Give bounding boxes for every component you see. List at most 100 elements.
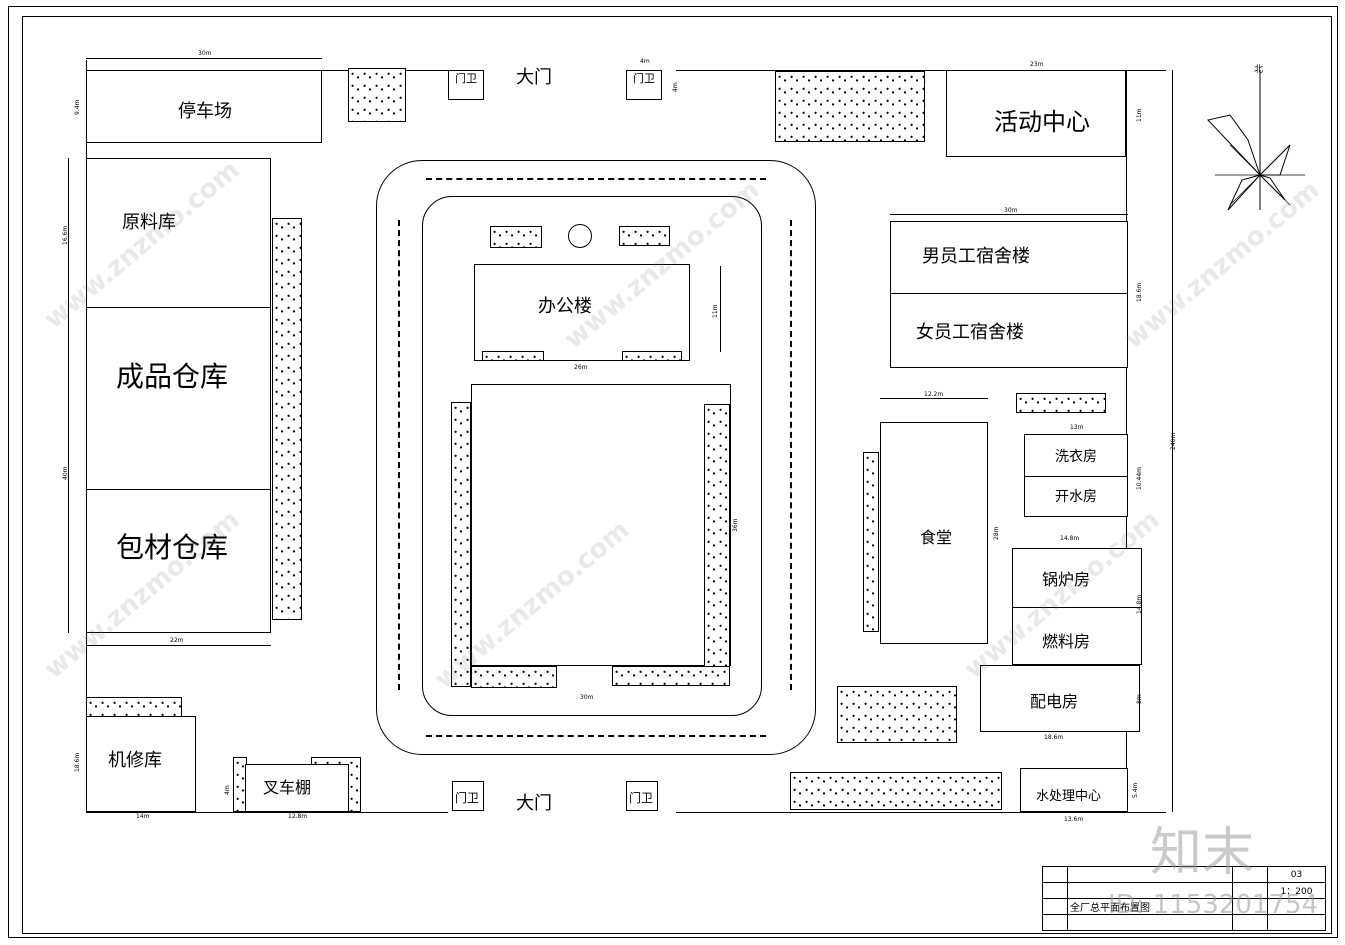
water-treatment-center <box>1020 768 1128 812</box>
activity-width-dim: 23m <box>1030 61 1044 68</box>
green-laundry-top <box>1016 393 1106 413</box>
watermark-id: ID: 1153201754 <box>1108 890 1319 920</box>
packaging-label: 包材仓库 <box>116 531 229 564</box>
forklift-label: 叉车棚 <box>263 778 312 797</box>
repair-label: 机修库 <box>108 750 162 771</box>
repair-height-dim: 18.6m <box>74 752 81 772</box>
green-forklift-left <box>233 757 247 812</box>
tb-cell <box>1042 898 1068 915</box>
boundary-top-right <box>676 70 1166 71</box>
title-block: 03 1：200 全厂总平面布置图 <box>1042 866 1326 931</box>
power-width-dim: 18.6m <box>1044 734 1064 741</box>
north-arrow-icon <box>1207 70 1305 211</box>
boiler-label: 锅炉房 <box>1042 570 1091 589</box>
green-office-right <box>619 226 670 246</box>
water-width-dim: 13.6m <box>1064 816 1084 823</box>
road-centerline-top <box>426 178 766 180</box>
dim-line <box>880 398 988 399</box>
flag-pole <box>568 224 592 248</box>
green-canteen-left <box>863 452 879 632</box>
forklift-shed <box>245 764 349 812</box>
warehouse-width-dim: 22m <box>170 637 184 644</box>
green-top-right <box>775 71 925 142</box>
dim-line <box>68 307 69 633</box>
green-bottom-right <box>790 772 1002 810</box>
gate-top-label: 大门 <box>516 67 552 88</box>
repair-width-dim: 14m <box>136 813 150 820</box>
boiler-height-dim: 14.8m <box>1136 594 1143 614</box>
male-dormitory <box>890 221 1128 294</box>
power-distribution-room <box>980 665 1140 732</box>
laundry-label: 洗衣房 <box>1055 449 1097 465</box>
watermark-brand: 知末 <box>1150 823 1255 883</box>
green-power-left <box>837 686 957 743</box>
activity-center <box>946 70 1126 157</box>
office-label: 办公楼 <box>538 296 592 317</box>
raw-material-warehouse <box>86 158 271 308</box>
canteen-width-dim: 12.2m <box>924 391 944 398</box>
office-height-dim: 11m <box>712 304 719 318</box>
laundry-room <box>1024 434 1128 477</box>
office-building <box>474 264 690 361</box>
power-height-dim: 8m <box>1136 694 1143 704</box>
power-label: 配电房 <box>1030 692 1079 711</box>
parking-width-dim: 30m <box>198 50 212 57</box>
green-area-top-left <box>348 68 406 122</box>
tb-cell <box>1267 914 1326 931</box>
guard-bottom-right-label: 门卫 <box>629 791 654 805</box>
green-plaza-left <box>451 402 471 687</box>
green-plaza-bottom-left <box>471 666 557 688</box>
guard-house-top-left <box>448 70 484 100</box>
green-plaza-right <box>704 404 730 686</box>
finished-goods-warehouse <box>86 307 271 490</box>
tb-sheet-no: 03 <box>1267 866 1326 883</box>
boiler-width-dim: 14.8m <box>1060 535 1080 542</box>
road-centerline-left <box>398 220 400 690</box>
activity-label: 活动中心 <box>994 108 1090 136</box>
dorm-width-dim: 30m <box>1004 207 1018 214</box>
office-width-dim: 26m <box>574 364 588 371</box>
ring-road-inner <box>422 196 762 716</box>
parking-lot <box>86 70 322 143</box>
plaza-height-dim: 36m <box>732 518 739 532</box>
site-dimension-line <box>1172 70 1173 812</box>
guard-height-dim: 4m <box>672 82 679 92</box>
forklift-height-dim: 4m <box>224 785 231 795</box>
green-office-bottom-left <box>482 351 544 361</box>
forklift-width-dim: 12.8m <box>288 813 308 820</box>
warehouse-height-dim: 40m <box>62 466 69 480</box>
fuel-label: 燃料房 <box>1042 632 1091 651</box>
road-centerline-right <box>790 220 792 690</box>
guard-width-dim: 4m <box>640 58 650 65</box>
female-dorm-label: 女员工宿舍楼 <box>916 322 1024 343</box>
north-label: 北 <box>1254 65 1264 75</box>
boiled-water-label: 开水房 <box>1055 489 1097 505</box>
dorm-height-dim: 18.6m <box>1136 282 1143 302</box>
ring-road-outer <box>376 160 816 755</box>
dim-line <box>86 58 322 59</box>
dim-line <box>68 158 69 308</box>
female-dormitory <box>890 293 1128 368</box>
tb-cell <box>1042 882 1068 899</box>
green-office-bottom-right <box>622 351 682 361</box>
dim-line <box>720 266 721 352</box>
guard-top-left-label: 门卫 <box>455 72 477 85</box>
boundary-bottom-left <box>86 812 448 813</box>
male-dorm-label: 男员工宿舍楼 <box>922 246 1030 267</box>
guard-house-top-right <box>626 70 662 100</box>
boiled-water-room <box>1024 476 1128 517</box>
guard-house-bottom-right <box>626 781 658 811</box>
central-plaza <box>471 384 731 666</box>
canteen-label: 食堂 <box>920 528 953 547</box>
gate-bottom-label: 大门 <box>516 793 552 814</box>
boundary-bottom-right <box>676 812 1166 813</box>
site-height-dim: 240m <box>1170 432 1177 450</box>
canteen-height-dim: 28m <box>993 526 1000 540</box>
green-strip-warehouse <box>272 218 302 620</box>
repair-workshop <box>86 716 196 812</box>
laundry-height-dim: 10.44m <box>1136 466 1143 490</box>
water-label: 水处理中心 <box>1036 789 1102 804</box>
guard-top-right-label: 门卫 <box>633 72 655 85</box>
green-area-repair <box>86 697 182 717</box>
tb-cell <box>1042 866 1068 883</box>
